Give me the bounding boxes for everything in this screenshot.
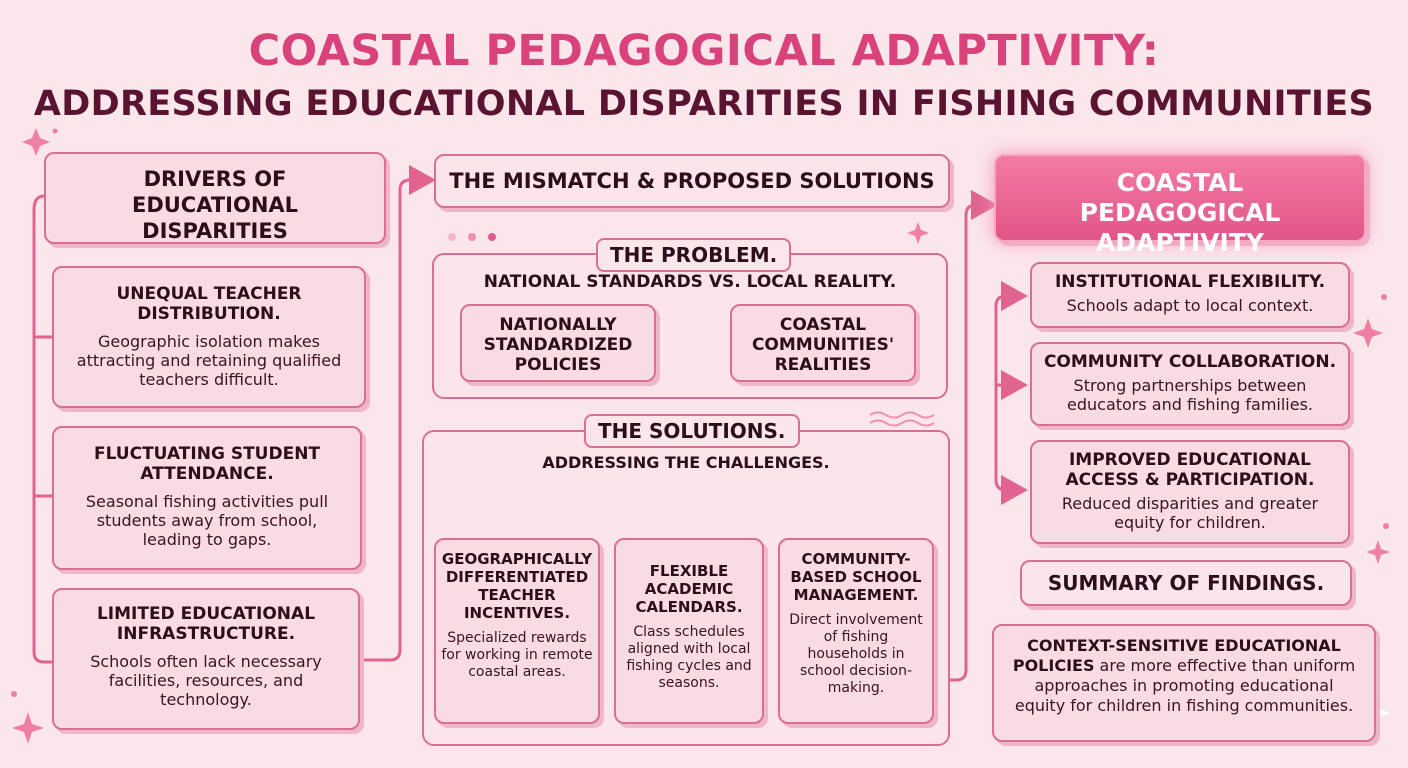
adaptivity-header: COASTAL PEDAGOGICAL ADAPTIVITY (1079, 168, 1281, 257)
drivers-header-box: DRIVERS OF EDUCATIONAL DISPARITIES (44, 152, 386, 244)
solution-card-body: Class schedules aligned with local fishi… (626, 624, 752, 691)
drivers-header: DRIVERS OF EDUCATIONAL DISPARITIES (131, 167, 299, 243)
driver-card-body: Seasonal fishing activities pull student… (85, 492, 329, 549)
solution-card-management: COMMUNITY-BASED SCHOOL MANAGEMENT. Direc… (778, 538, 934, 724)
summary-header-box: SUMMARY OF FINDINGS. (1020, 560, 1352, 606)
outcome-card-title: INSTITUTIONAL FLEXIBILITY. (1054, 272, 1326, 292)
community-realities-label: COASTAL COMMUNITIES' REALITIES (751, 315, 895, 375)
driver-card-title: LIMITED EDUCATIONAL INFRASTRUCTURE. (96, 604, 316, 644)
solution-card-calendars: FLEXIBLE ACADEMIC CALENDARS. Class sched… (614, 538, 764, 724)
driver-card-infrastructure: LIMITED EDUCATIONAL INFRASTRUCTURE. Scho… (52, 588, 360, 730)
solution-card-body: Specialized rewards for working in remot… (441, 630, 593, 680)
summary-header: SUMMARY OF FINDINGS. (1047, 571, 1325, 595)
dot-decoration (448, 233, 496, 241)
solution-card-incentives: GEOGRAPHICALLY DIFFERENTIATED TEACHER IN… (434, 538, 600, 724)
standardized-policies-box: NATIONALLY STANDARDIZED POLICIES (460, 304, 656, 382)
outcome-card-body: Reduced disparities and greater equity f… (1061, 494, 1319, 532)
outcome-card-access: IMPROVED EDUCATIONAL ACCESS & PARTICIPAT… (1030, 440, 1350, 544)
standardized-policies-label: NATIONALLY STANDARDIZED POLICIES (483, 315, 633, 375)
summary-keyword: CONTEXT-SENSITIVE EDUCATIONAL POLICIES (1012, 636, 1341, 675)
mismatch-header: THE MISMATCH & PROPOSED SOLUTIONS (449, 169, 935, 193)
solutions-subtitle: ADDRESSING THE CHALLENGES. (542, 453, 830, 472)
main-subtitle: ADDRESSING EDUCATIONAL DISPARITIES IN FI… (33, 84, 1375, 124)
driver-card-attendance: FLUCTUATING STUDENT ATTENDANCE. Seasonal… (52, 426, 362, 570)
problem-label: THE PROBLEM. (596, 238, 792, 272)
summary-box: CONTEXT-SENSITIVE EDUCATIONAL POLICIES a… (992, 624, 1376, 742)
mismatch-header-box: THE MISMATCH & PROPOSED SOLUTIONS (434, 154, 950, 208)
solution-card-body: Direct involvement of fishing households… (789, 612, 923, 696)
problem-subtitle: NATIONAL STANDARDS VS. LOCAL REALITY. (483, 272, 897, 292)
driver-card-body: Geographic isolation makes attracting an… (76, 332, 342, 389)
driver-card-title: FLUCTUATING STUDENT ATTENDANCE. (93, 444, 321, 484)
adaptivity-header-box: COASTAL PEDAGOGICAL ADAPTIVITY (994, 154, 1366, 257)
solution-card-title: FLEXIBLE ACADEMIC CALENDARS. (635, 562, 743, 616)
summary-text: CONTEXT-SENSITIVE EDUCATIONAL POLICIES a… (1008, 636, 1360, 716)
solution-card-title: GEOGRAPHICALLY DIFFERENTIATED TEACHER IN… (441, 550, 593, 622)
main-title: COASTAL PEDAGOGICAL ADAPTIVITY: (248, 26, 1160, 76)
solution-card-title: COMMUNITY-BASED SCHOOL MANAGEMENT. (790, 550, 922, 604)
driver-card-title: UNEQUAL TEACHER DISTRIBUTION. (116, 284, 302, 324)
driver-card-teacher: UNEQUAL TEACHER DISTRIBUTION. Geographic… (52, 266, 366, 408)
driver-card-body: Schools often lack necessary facilities,… (90, 652, 322, 709)
outcome-card-title: IMPROVED EDUCATIONAL ACCESS & PARTICIPAT… (1065, 450, 1315, 490)
adaptivity-bracket-connector (994, 281, 1028, 505)
solutions-label: THE SOLUTIONS. (584, 414, 800, 448)
outcome-card-body: Schools adapt to local context. (1066, 296, 1314, 315)
community-realities-box: COASTAL COMMUNITIES' REALITIES (730, 304, 916, 382)
drivers-bracket-connector (32, 194, 52, 664)
outcome-card-flexibility: INSTITUTIONAL FLEXIBILITY. Schools adapt… (1030, 262, 1350, 328)
outcome-card-title: COMMUNITY COLLABORATION. (1043, 352, 1337, 372)
drivers-to-mismatch-arrow (360, 165, 436, 662)
outcome-card-body: Strong partnerships between educators an… (1067, 376, 1313, 414)
summary-body: are more effective than uniform approach… (1014, 656, 1356, 715)
outcome-card-collaboration: COMMUNITY COLLABORATION. Strong partners… (1030, 342, 1350, 426)
